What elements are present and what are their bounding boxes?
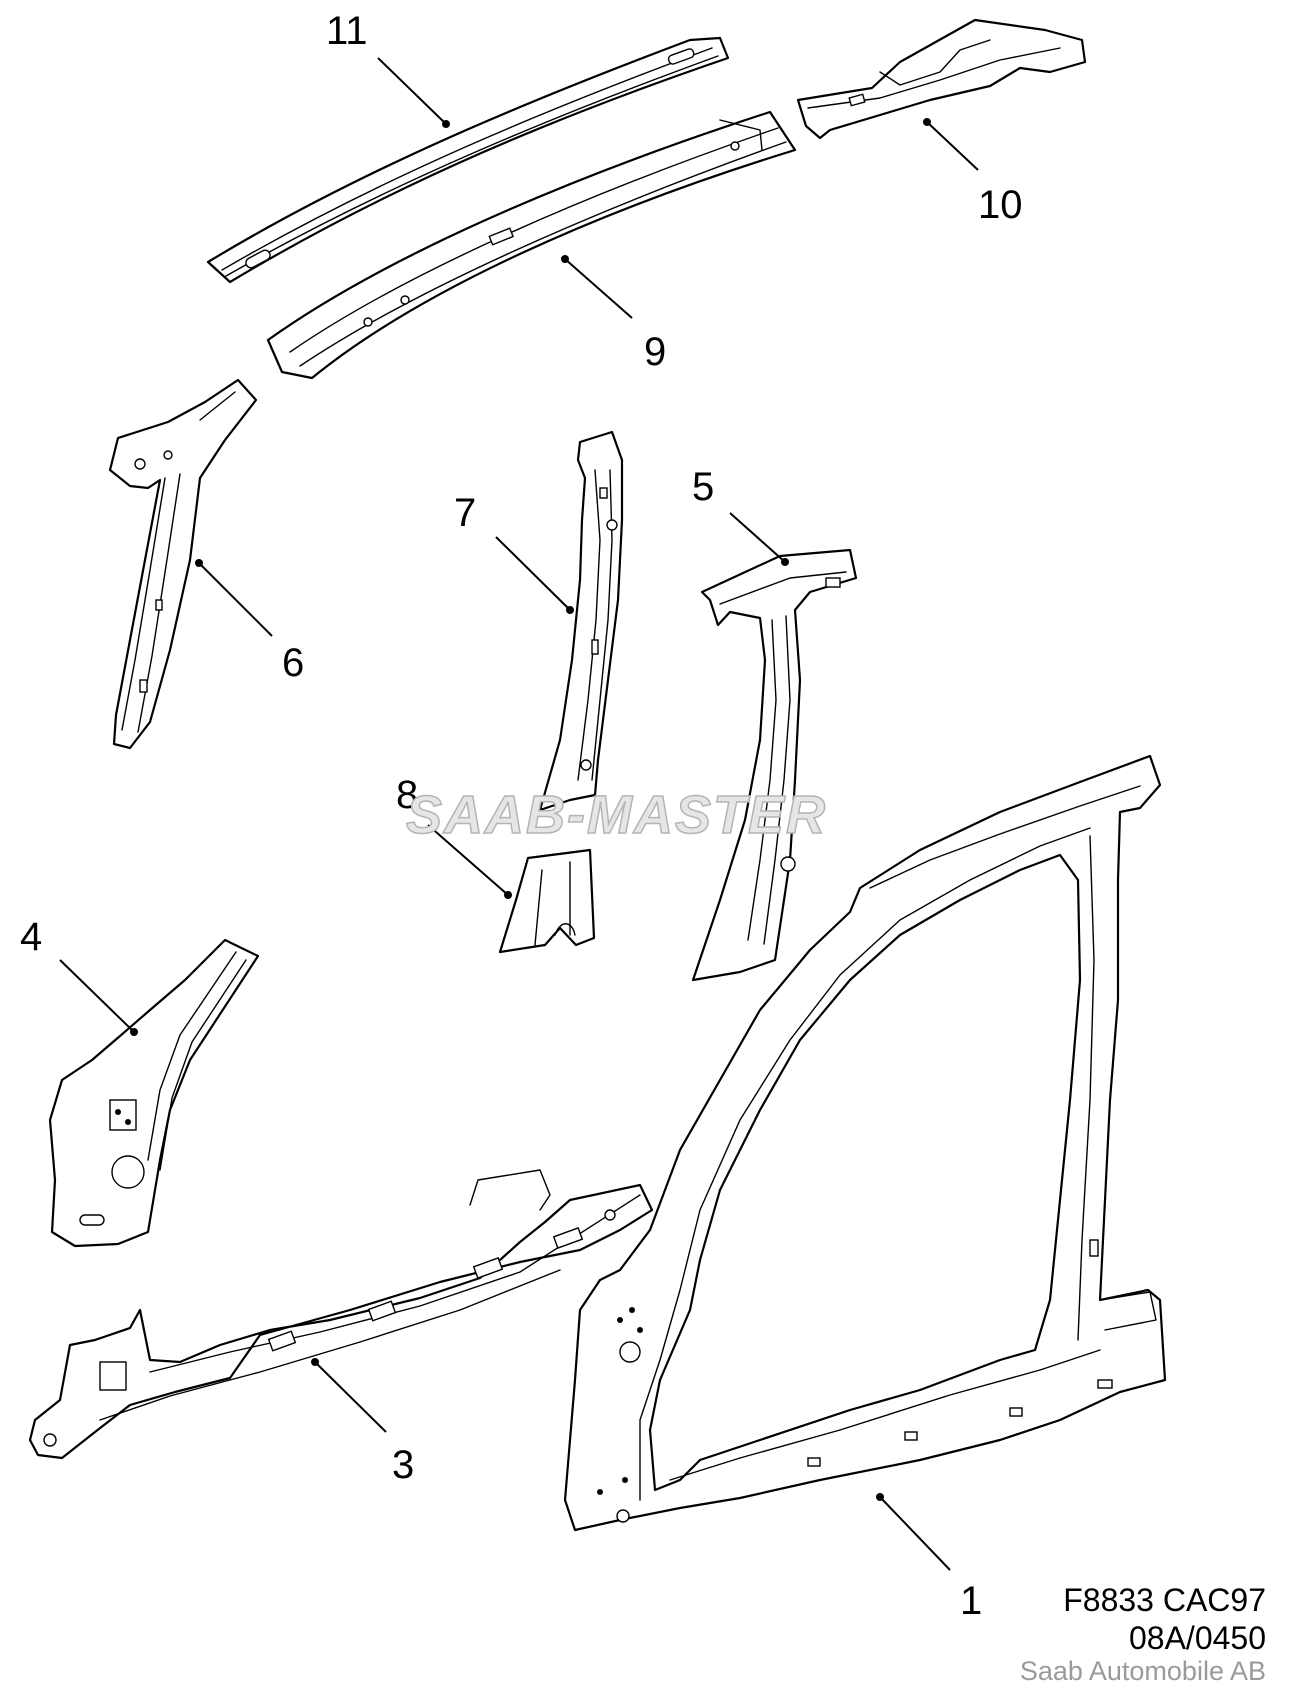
leader-9-dot	[561, 255, 569, 263]
leader-4	[59, 959, 135, 1033]
callout-1: 1	[960, 1579, 982, 1623]
part-8-b-pillar-lower	[498, 848, 596, 954]
copyright-notice: Saab Automobile AB	[1019, 1656, 1266, 1686]
part-4-a-pillar-lower	[48, 938, 260, 1248]
part-9-roof-rail-inner	[266, 110, 797, 380]
leader-11	[377, 57, 447, 125]
leader-3	[314, 1361, 387, 1433]
leader-1	[879, 1496, 951, 1571]
leader-1-dot	[876, 1493, 884, 1501]
drawing-code: F8833 CAC97	[1063, 1582, 1266, 1618]
callout-8: 8	[396, 773, 418, 817]
leader-10	[926, 121, 979, 171]
part-5-b-pillar	[691, 548, 858, 982]
leader-4-dot	[130, 1028, 138, 1036]
leader-9	[564, 258, 633, 319]
leader-7	[495, 536, 571, 611]
leader-8	[427, 824, 509, 896]
leader-5-dot	[781, 558, 789, 566]
callout-10: 10	[978, 183, 1023, 227]
callout-11: 11	[326, 9, 368, 53]
part-10-roof-cross-member	[796, 18, 1087, 140]
part-3-sill-inner	[28, 1169, 654, 1460]
part-6-a-pillar	[108, 378, 258, 750]
part-1-side-body-panel	[563, 754, 1167, 1532]
leader-5	[729, 512, 786, 563]
leader-8-dot	[504, 891, 512, 899]
callout-6: 6	[282, 641, 304, 685]
leader-11-dot	[442, 120, 450, 128]
drawing-reference: 08A/0450	[1128, 1620, 1266, 1656]
callout-labels: 11 10 9 6 7 5 8 4 3 1	[20, 9, 1023, 1623]
leader-7-dot	[566, 606, 574, 614]
leader-10-dot	[923, 118, 931, 126]
callout-4: 4	[20, 915, 42, 959]
watermark: SAAB-MASTER	[406, 785, 827, 845]
leader-6-dot	[195, 559, 203, 567]
part-11-roof-rail-outer	[206, 36, 730, 284]
leader-3-dot	[311, 1358, 319, 1366]
part-7-b-pillar-reinforcement	[538, 430, 624, 812]
leader-lines	[59, 57, 979, 1571]
callout-3: 3	[392, 1443, 414, 1487]
leader-6	[198, 562, 273, 637]
callout-7: 7	[454, 491, 476, 535]
callout-5: 5	[692, 465, 714, 509]
callout-9: 9	[644, 330, 666, 374]
